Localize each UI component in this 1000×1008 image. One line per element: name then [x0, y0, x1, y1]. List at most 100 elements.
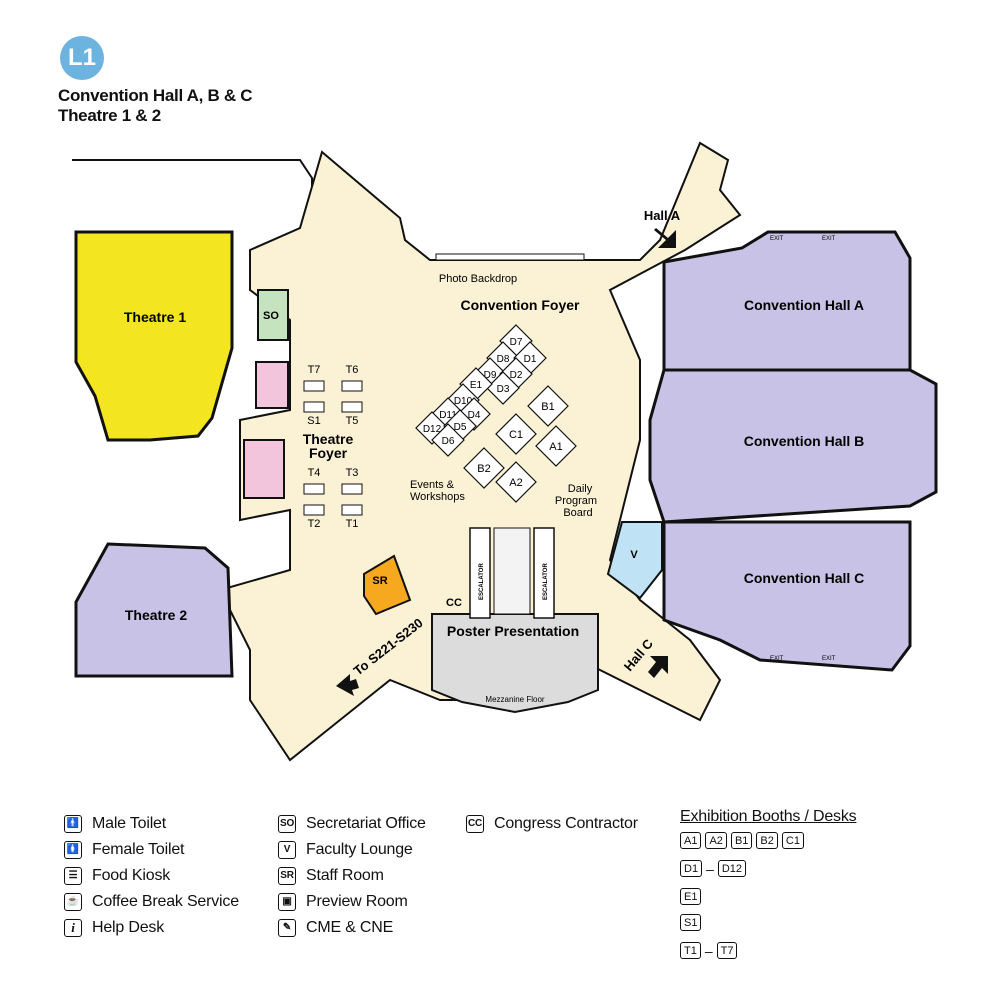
booth-label: D9 [484, 370, 497, 381]
photo-backdrop-label: Photo Backdrop [439, 273, 517, 285]
legend-label: Food Kiosk [92, 867, 171, 884]
booth-label: D12 [423, 424, 442, 435]
stairwell [493, 527, 531, 615]
theatre-foyer-label-2: Foyer [309, 445, 348, 461]
male-toilet-icon: 🚹 [64, 815, 82, 833]
table-desk [303, 483, 325, 495]
legend-preview: ▣ Preview Room [278, 892, 408, 912]
help-desk-icon: i [64, 919, 82, 937]
level-badge: L1 [60, 36, 104, 80]
table-label: T5 [346, 415, 359, 427]
female-toilet-icon: 🚺 [64, 841, 82, 859]
table-desk [341, 401, 363, 413]
booth-label: D1 [524, 354, 537, 365]
to-rooms-arrow-icon [336, 674, 359, 696]
legend-female-toilet: 🚺 Female Toilet [64, 840, 184, 860]
booth-row-3: E1 [680, 888, 705, 905]
pen-icon: ✎ [278, 919, 296, 937]
legend-label: Staff Room [306, 867, 384, 884]
preview-room-2 [243, 439, 285, 499]
photo-backdrop-strip [435, 253, 585, 261]
booth-label: A1 [549, 441, 562, 453]
title-line-2: Theatre 1 & 2 [58, 106, 161, 125]
so-code: SO [263, 310, 279, 322]
booth-chip: C1 [781, 832, 804, 849]
booth-row-2: D1 – D12 [680, 860, 750, 877]
convention-hall-b [648, 368, 938, 524]
cc-icon: CC [466, 815, 484, 833]
table-label: T7 [308, 364, 321, 376]
escalator-right [533, 527, 555, 619]
hall-a-label: Convention Hall A [744, 297, 864, 313]
exit-sign-4: EXIT [822, 656, 836, 662]
range-dash: – [706, 860, 714, 877]
booth-chip: B2 [756, 832, 778, 849]
title-line-1: Convention Hall A, B & C [58, 86, 253, 105]
convention-hall-c [662, 520, 912, 672]
hall-c-arrow-icon [648, 656, 668, 678]
booth-label: D5 [454, 422, 467, 433]
table-desk [303, 504, 325, 516]
escalator-left-label: ESCALATOR [479, 563, 485, 600]
table-label: T4 [308, 467, 321, 479]
theatre-foyer-label-1: Theatre [303, 431, 354, 447]
table-label: T6 [346, 364, 359, 376]
table-desk [341, 504, 363, 516]
booth-label: D10 [454, 396, 473, 407]
booth-legend-title: Exhibition Booths / Desks [680, 808, 857, 825]
sr-code: SR [372, 575, 387, 587]
poster-label: Poster Presentation [447, 623, 579, 639]
table-desk [341, 483, 363, 495]
theatre-1-label: Theatre 1 [124, 309, 186, 325]
booth-shape [495, 413, 537, 455]
booth-shape [527, 385, 569, 427]
exit-sign-1: EXIT [770, 236, 784, 242]
v-icon: V [278, 841, 296, 859]
daily-label-3: Board [563, 507, 592, 519]
table-label: T3 [346, 467, 359, 479]
booth-chip: S1 [680, 914, 702, 931]
faculty-lounge [606, 521, 663, 600]
booth-shape [431, 423, 465, 457]
booth-label: D3 [497, 384, 510, 395]
legend-label: Help Desk [92, 919, 165, 936]
table-label: S1 [307, 415, 320, 427]
theatre-2 [74, 542, 234, 678]
exit-sign-3: EXIT [770, 656, 784, 662]
legend-label: Congress Contractor [494, 815, 638, 832]
preview-room-1 [255, 361, 289, 409]
booth-row-1: A1 A2 B1 B2 C1 [680, 832, 808, 849]
legend-male-toilet: 🚹 Male Toilet [64, 814, 166, 834]
cc-code: CC [446, 597, 462, 609]
escalator-right-label: ESCALATOR [543, 563, 549, 600]
booth-row-4: S1 [680, 914, 705, 931]
v-code: V [630, 549, 638, 561]
booth-shape [463, 447, 505, 489]
hall-b-label: Convention Hall B [744, 433, 865, 449]
legend-staff: SR Staff Room [278, 866, 384, 886]
table-label: T2 [308, 518, 321, 530]
legend-label: Secretariat Office [306, 815, 426, 832]
booth-chip: D12 [717, 860, 747, 877]
table-desk [303, 401, 325, 413]
poster-presentation-area [431, 613, 599, 714]
daily-label-1: Daily [568, 483, 593, 495]
daily-label-2: Program [555, 495, 597, 507]
booth-label: A2 [509, 477, 522, 489]
hall-a-arrow-icon [654, 228, 676, 248]
sr-icon: SR [278, 867, 296, 885]
booth-label: B1 [541, 401, 554, 413]
booth-chip: A2 [705, 832, 727, 849]
legend-label: Preview Room [306, 893, 408, 910]
legend-congress: CC Congress Contractor [466, 814, 638, 834]
booth-chip: B1 [730, 832, 753, 849]
so-icon: SO [278, 815, 296, 833]
booth-chip: D1 [680, 860, 703, 877]
staff-room [363, 554, 412, 616]
range-dash: – [704, 942, 713, 959]
booth-label: D2 [510, 370, 523, 381]
legend-label: CME & CNE [306, 919, 394, 936]
booth-shape [535, 425, 577, 467]
